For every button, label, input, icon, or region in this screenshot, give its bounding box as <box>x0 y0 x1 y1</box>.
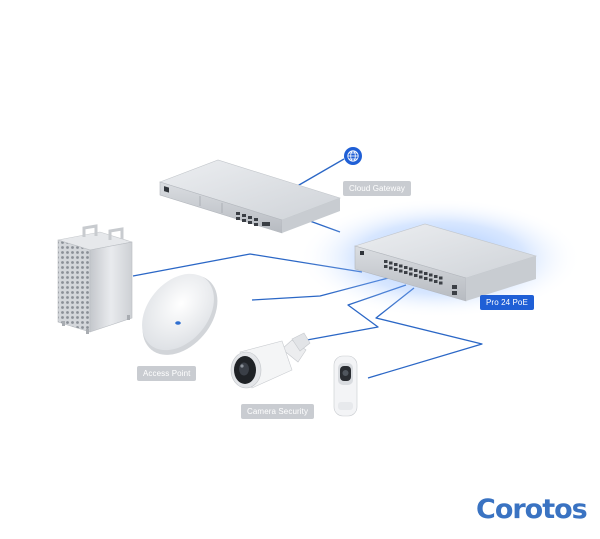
camera-security-label: Camera Security <box>241 404 315 419</box>
bullet-camera-device <box>230 332 311 389</box>
cloud-gateway-device <box>159 159 341 234</box>
access-point-label: Access Point <box>137 366 197 381</box>
brand-logo: Corotos <box>476 494 588 525</box>
cloud-gateway-label: Cloud Gateway <box>343 181 411 196</box>
access-point-device <box>142 273 218 355</box>
globe-icon <box>344 147 362 165</box>
dome-camera-device <box>333 355 358 417</box>
tower-computer-device <box>57 224 133 334</box>
switch-label: Pro 24 PoE <box>480 295 534 310</box>
switch-device <box>353 223 538 302</box>
